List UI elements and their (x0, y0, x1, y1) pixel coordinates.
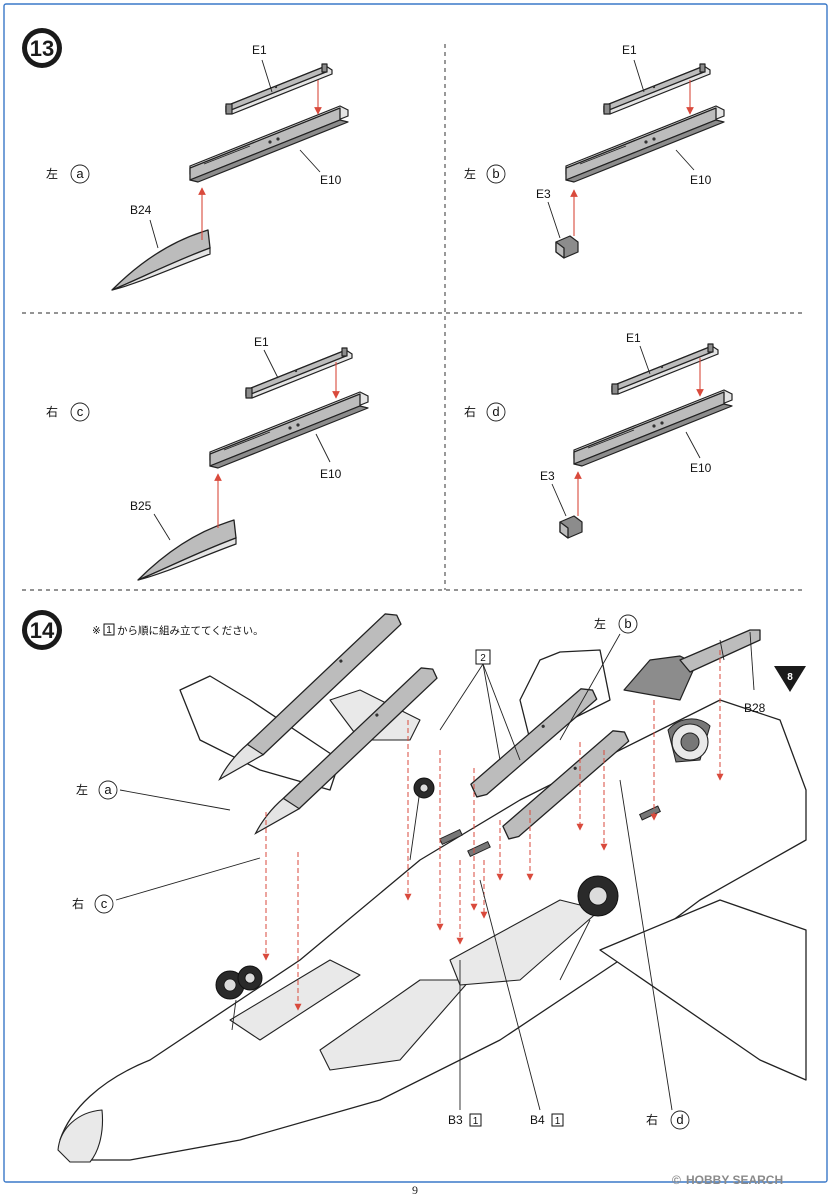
part-e1-d (611, 343, 719, 395)
label-e1-c: E1 (254, 335, 269, 349)
step-reference-triangle-icon (774, 666, 806, 692)
step-ref-marker: 8 (774, 666, 806, 692)
left-b-variant: b (624, 616, 631, 631)
circled-letter-icon (98, 780, 118, 800)
part-e1-b (603, 63, 711, 115)
sub-step-number: 2 (480, 653, 486, 664)
nose-strut (409, 777, 435, 861)
part-e10-c (209, 391, 369, 469)
panel-d-side: 右 (464, 404, 476, 419)
part-b28-assembly (623, 629, 761, 701)
part-e3-d (559, 515, 583, 539)
label-e10-c: E10 (320, 467, 342, 481)
left-a-variant: a (104, 782, 112, 797)
circled-letter-icon (486, 164, 506, 184)
label-e3-b: E3 (536, 187, 551, 201)
exhaust-core (680, 732, 700, 752)
nose-gear (215, 965, 263, 1031)
label-b3: B3 1 (448, 960, 482, 1127)
right-d-side: 右 (646, 1112, 658, 1127)
label-b28: B28 (744, 701, 766, 715)
panel-c: 右 c E1 E10 B25 (46, 335, 369, 581)
panel-c-side: 右 (46, 404, 58, 419)
pylon-left-b (470, 688, 598, 798)
label-b24: B24 (130, 203, 152, 217)
main-gear (559, 875, 619, 981)
circled-letter-icon (70, 164, 90, 184)
panel-d: 右 d E1 E10 E3 (464, 331, 733, 539)
sub-step-box: 2 (439, 649, 521, 761)
watermark-brand: HOBBY SEARCH (686, 1173, 783, 1187)
label-e1-d: E1 (626, 331, 641, 345)
page-number: 9 (412, 1183, 418, 1197)
circled-letter-icon (618, 614, 638, 634)
ref-step-number: 8 (787, 672, 793, 683)
vertical-fin-left (519, 649, 611, 741)
left-b-side: 左 (594, 616, 606, 631)
step-13-number: 13 (30, 36, 54, 61)
label-e3-d: E3 (540, 469, 555, 483)
step-13-badge: 13 (22, 28, 62, 68)
b3-box: 1 (473, 1116, 479, 1127)
label-e10-d: E10 (690, 461, 712, 475)
panel-b-variant: b (492, 166, 499, 181)
part-e3-b (555, 235, 579, 259)
panel-c-variant: c (77, 404, 84, 419)
step-14-badge: 14 (22, 610, 62, 650)
aircraft-assembly (57, 649, 807, 1163)
panel-d-variant: d (492, 404, 499, 419)
pylon-left-a (218, 613, 402, 781)
watermark-copyright: © (672, 1173, 681, 1187)
step-14-number: 14 (30, 618, 55, 643)
pylon-right-d (502, 730, 630, 840)
intake-panel (319, 979, 471, 1071)
right-c-variant: c (101, 896, 108, 911)
left-a-side: 左 (76, 782, 88, 797)
intake-panel-2 (449, 899, 601, 986)
label-b4: B4 1 (479, 879, 564, 1127)
note-box-number: 1 (106, 625, 112, 636)
right-wing (599, 899, 807, 1081)
part-e10-a (189, 105, 349, 183)
panel-b-side: 左 (464, 166, 476, 181)
panel-a: 左 a E1 E10 B24 (46, 43, 349, 291)
b4-text: B4 (530, 1113, 545, 1127)
part-e1-a (225, 63, 333, 115)
fuselage (59, 699, 807, 1161)
watermark: © HOBBY SEARCH (672, 1173, 783, 1187)
circled-letter-icon (670, 1110, 690, 1130)
part-b24 (111, 229, 211, 291)
label-right-c-step14: 右 c (72, 857, 261, 914)
right-c-side: 右 (72, 896, 84, 911)
note-prefix: ※ (92, 625, 101, 637)
note-text: から順に組み立ててください。 (117, 624, 264, 637)
part-e10-d (573, 389, 733, 467)
panel-a-variant: a (76, 166, 84, 181)
b28-text: B28 (744, 701, 766, 715)
label-right-d-step14: 右 d (619, 779, 690, 1130)
b4-box: 1 (555, 1116, 561, 1127)
label-e10-a: E10 (320, 173, 342, 187)
radome (57, 1109, 104, 1163)
panel-a-side: 左 (46, 166, 58, 181)
circled-letter-icon (486, 402, 506, 422)
underbody-panel (229, 959, 361, 1041)
label-b25: B25 (130, 499, 152, 513)
label-left-b-step14: 左 b (559, 614, 638, 741)
right-d-variant: d (676, 1112, 683, 1127)
label-left-a-step14: 左 a (76, 780, 231, 811)
circled-letter-icon (94, 894, 114, 914)
b3-text: B3 (448, 1113, 463, 1127)
circled-letter-icon (70, 402, 90, 422)
assembly-guides (262, 650, 724, 1011)
page-border (3, 3, 828, 1183)
part-e10-b (565, 105, 725, 183)
part-b25 (137, 519, 237, 581)
label-e1-b: E1 (622, 43, 637, 57)
step-14-note: ※ 1 から順に組み立ててください。 (92, 623, 264, 637)
label-e10-b: E10 (690, 173, 712, 187)
panel-b: 左 b E1 E10 E3 (464, 43, 725, 259)
label-e1-a: E1 (252, 43, 267, 57)
